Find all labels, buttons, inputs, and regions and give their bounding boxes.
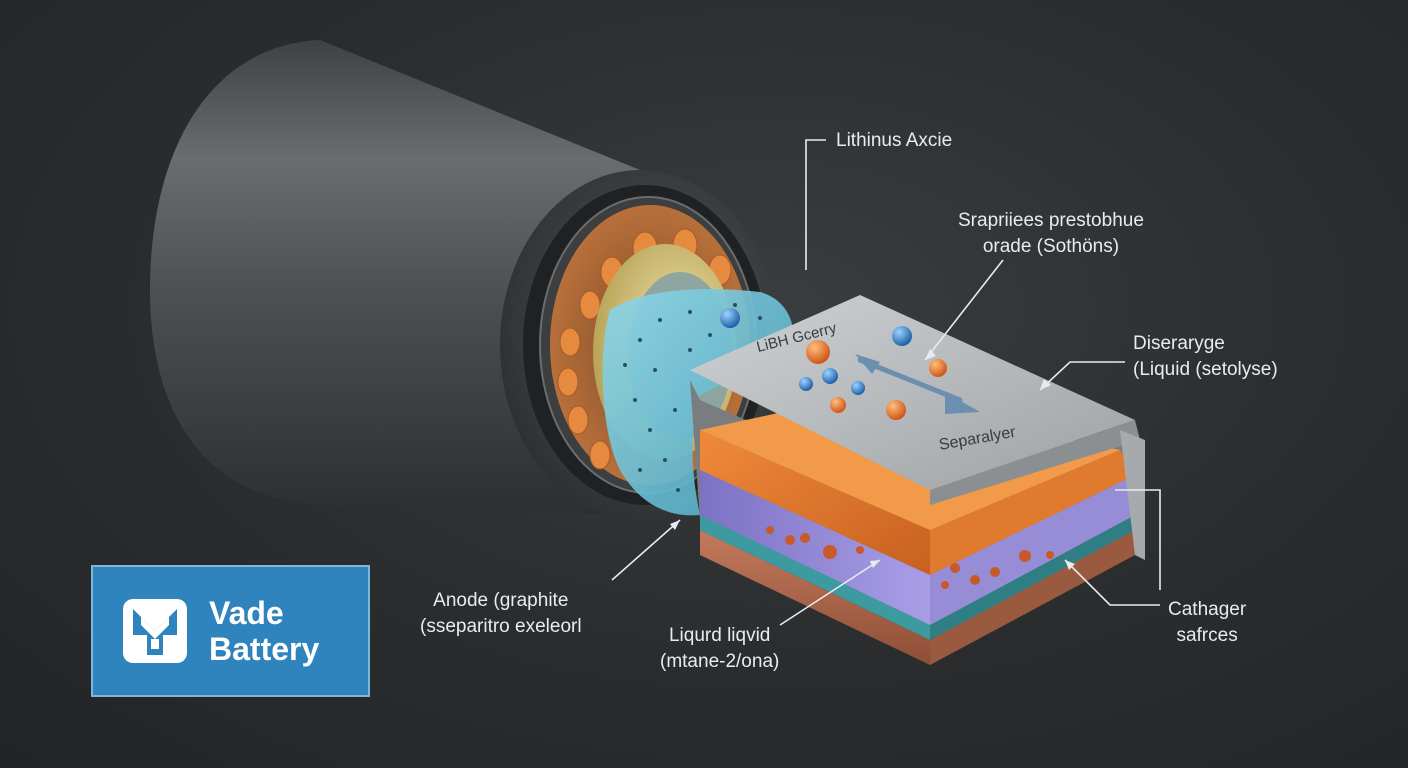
ion-orange [929, 359, 947, 377]
lithium-oxide-label: Lithinus Axcie [836, 128, 952, 154]
ion-orange [886, 400, 906, 420]
surface-particles-label: Srapriiees prestobhue orade (Sothöns) [958, 208, 1144, 260]
ion-blue [851, 381, 865, 395]
brand-name: Vade Battery [209, 595, 319, 667]
cathode-label: Cathager safrces [1168, 597, 1246, 649]
brand-badge: Vade Battery [91, 565, 370, 697]
ion-blue [892, 326, 912, 346]
ion-blue [799, 377, 813, 391]
discharge-label: Diseraryge (Liquid (setolyse) [1133, 331, 1278, 383]
brand-line-2: Battery [209, 631, 319, 667]
electrolyte-ion [720, 308, 740, 328]
liquid-label: Liqurd liqvid (mtane-2/ona) [660, 623, 779, 675]
battery-shield-icon [119, 595, 191, 667]
anode-label: Anode (graphite (sseparitro exeleorl [420, 588, 582, 640]
brand-line-1: Vade [209, 595, 319, 631]
ion-orange [830, 397, 846, 413]
ion-orange [806, 340, 830, 364]
ion-blue [822, 368, 838, 384]
